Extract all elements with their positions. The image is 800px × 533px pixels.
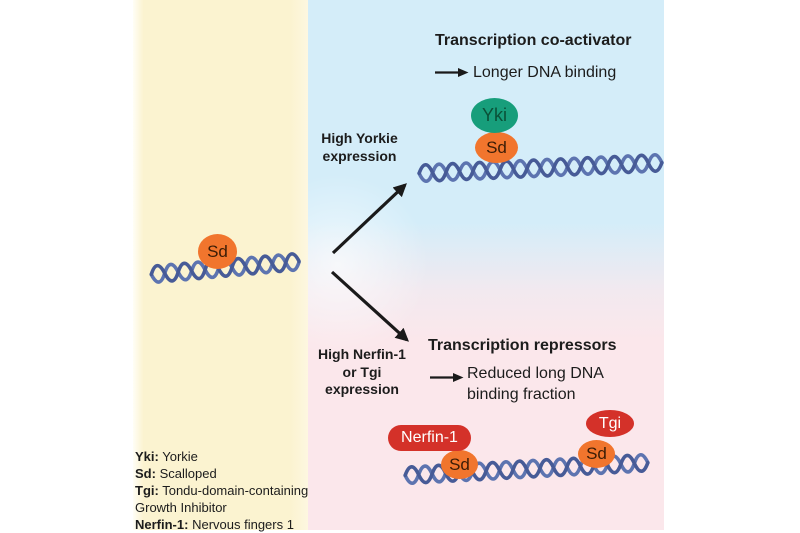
protein-nerfin-badge: Nerfin-1 bbox=[388, 425, 471, 451]
protein-yki-badge: Yki bbox=[471, 98, 518, 133]
protein-sd-badge-top: Sd bbox=[475, 132, 518, 163]
coactivator-outcome-text: Longer DNA binding bbox=[473, 64, 617, 81]
legend-definition: Scalloped bbox=[159, 466, 217, 481]
protein-sd-label: Sd bbox=[207, 241, 228, 261]
legend-entry-sd: Sd: Scalloped bbox=[135, 465, 327, 482]
condition-line: or Tgi bbox=[342, 363, 382, 380]
legend-definition: Tondu-domain-containing Growth Inhibitor bbox=[135, 483, 309, 515]
protein-sd-label: Sd bbox=[449, 454, 470, 474]
arrow-right-icon bbox=[435, 68, 469, 77]
protein-nerfin-label: Nerfin-1 bbox=[401, 429, 458, 446]
protein-yki-label: Yki bbox=[481, 105, 507, 125]
repressors-outcome-text: Reduced long DNA binding fraction bbox=[467, 363, 604, 405]
arrow-right-icon bbox=[430, 373, 464, 382]
legend: Yki: Yorkie Sd: Scalloped Tgi: Tondu-dom… bbox=[135, 448, 327, 533]
protein-tgi-badge: Tgi bbox=[586, 410, 634, 437]
legend-entry-nerfin: Nerfin-1: Nervous fingers 1 bbox=[135, 516, 327, 533]
protein-sd-badge-middle: Sd bbox=[198, 234, 237, 269]
outcome-line: binding fraction bbox=[467, 386, 576, 403]
high-yorkie-condition: High Yorkie expression bbox=[312, 130, 407, 165]
branching-arrows-icon bbox=[330, 183, 409, 342]
legend-term: Yki: bbox=[135, 449, 159, 464]
protein-sd-label: Sd bbox=[586, 444, 607, 463]
high-nerfin-tgi-condition: High Nerfin-1 or Tgi expression bbox=[312, 346, 412, 399]
legend-term: Sd: bbox=[135, 466, 156, 481]
dna-helix-top bbox=[417, 153, 664, 183]
protein-sd-badge-tgi: Sd bbox=[578, 440, 615, 468]
protein-tgi-label: Tgi bbox=[598, 414, 622, 432]
coactivator-heading: Transcription co-activator bbox=[435, 32, 632, 49]
repressors-heading: Transcription repressors bbox=[428, 337, 617, 354]
legend-definition: Nervous fingers 1 bbox=[192, 517, 294, 532]
outcome-line: Reduced long DNA bbox=[467, 365, 604, 382]
legend-term: Tgi: bbox=[135, 483, 159, 498]
condition-line: expression bbox=[325, 381, 399, 397]
legend-entry-yki: Yki: Yorkie bbox=[135, 448, 327, 465]
legend-term: Nerfin-1: bbox=[135, 517, 189, 532]
legend-entry-tgi: Tgi: Tondu-domain-containing Growth Inhi… bbox=[135, 482, 327, 516]
condition-line: High Yorkie bbox=[321, 130, 398, 146]
protein-sd-label: Sd bbox=[486, 137, 507, 157]
legend-definition: Yorkie bbox=[162, 449, 198, 464]
condition-line: expression bbox=[322, 147, 397, 164]
protein-sd-badge-nerfin: Sd bbox=[441, 450, 478, 479]
condition-line: High Nerfin-1 bbox=[318, 346, 406, 362]
